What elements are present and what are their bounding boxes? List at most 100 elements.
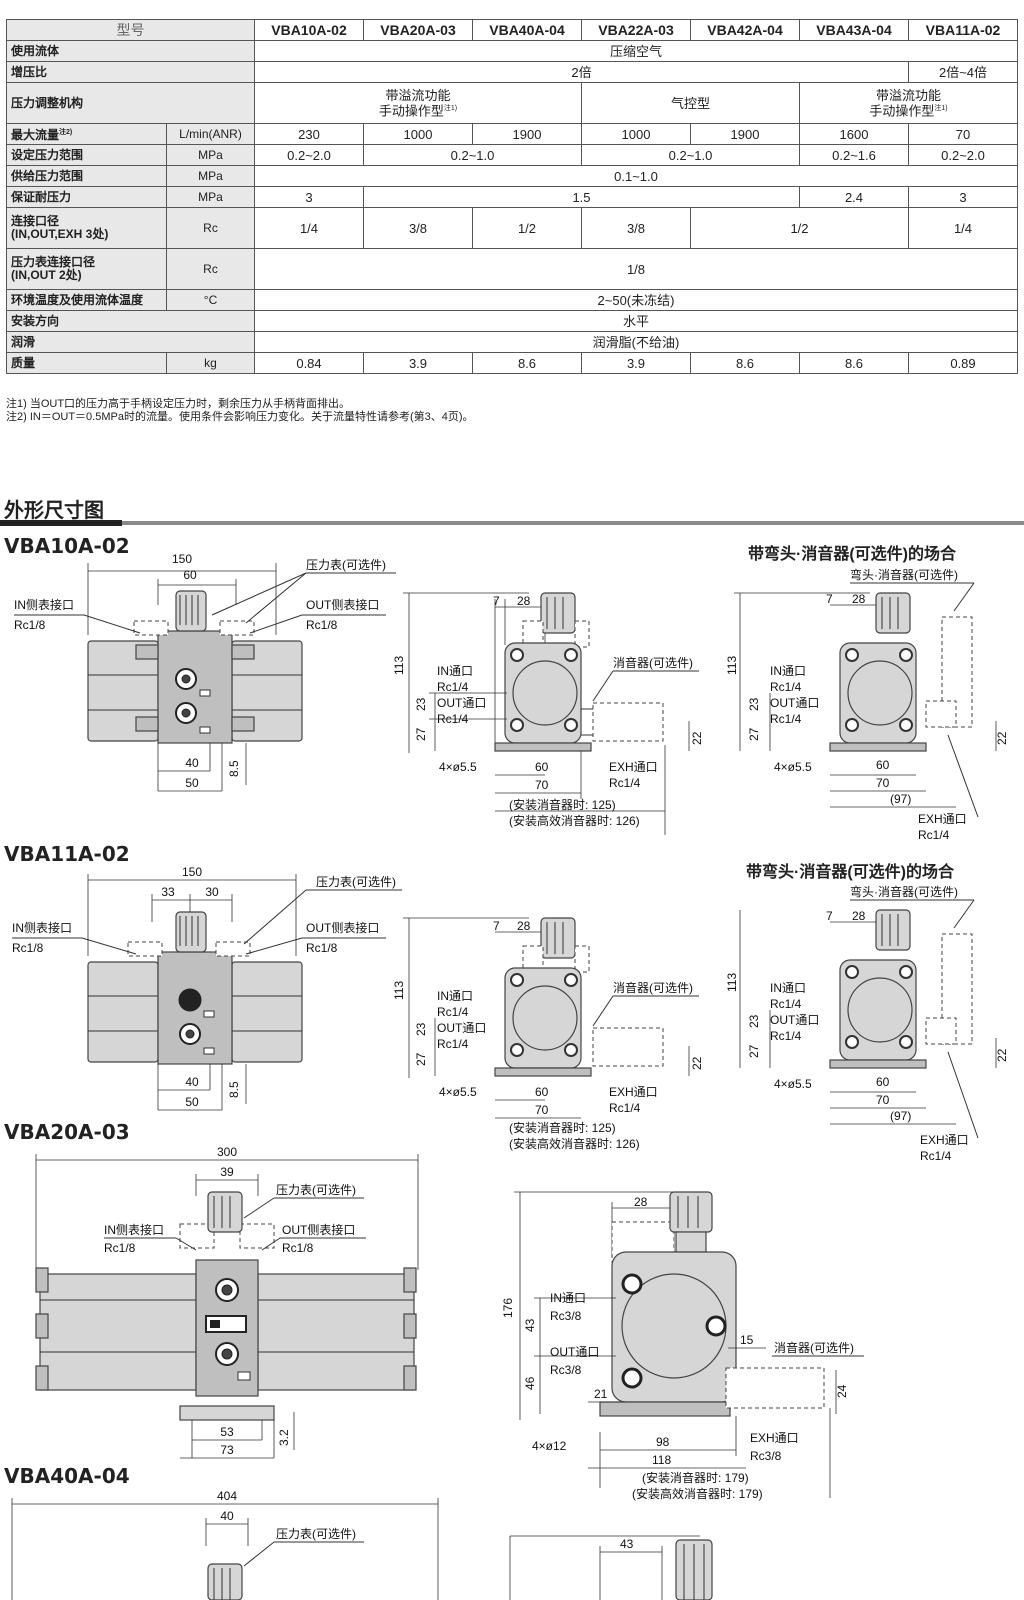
- cell: 3/8: [581, 207, 691, 249]
- dim-label: 28: [852, 909, 866, 923]
- callout-out: OUT通口: [437, 1021, 486, 1035]
- dim-label: 27: [414, 1052, 428, 1066]
- callout-in: IN通口: [770, 664, 806, 678]
- dim-label: 70: [876, 776, 890, 790]
- cell: 2~50(未冻结): [254, 289, 1018, 311]
- callout-in-gauge: IN侧表接口: [104, 1222, 164, 1237]
- cell: 1/4: [254, 207, 364, 249]
- dim-label: 53: [220, 1425, 234, 1439]
- note-hi-silencer: (安装高效消音器时: 126): [509, 813, 640, 828]
- cell: 1600: [799, 123, 909, 145]
- note-hi-silencer: (安装高效消音器时: 179): [632, 1486, 763, 1501]
- note-1: 注1) 当OUT口的压力高于手柄设定压力时，剩余压力从手柄背面排出。: [6, 398, 351, 410]
- row-label: 安装方向: [6, 310, 255, 332]
- callout-gauge: 压力表(可选件): [306, 558, 386, 572]
- dim-label: 15: [740, 1333, 754, 1347]
- row-label: 环境温度及使用流体温度: [6, 289, 167, 311]
- table-row: 保证耐压力 MPa 3 1.5 2.4 3: [6, 186, 1018, 208]
- cell: 气控型: [581, 82, 800, 124]
- cell: 1/8: [254, 248, 1018, 290]
- model-title: VBA40A-04: [4, 1464, 130, 1488]
- row-label: 设定压力范围: [6, 144, 167, 166]
- dim-label: 28: [852, 592, 866, 606]
- callout-in: IN通口: [437, 989, 473, 1003]
- row-label: 增压比: [6, 61, 255, 83]
- callout-out-gauge: OUT侧表接口: [306, 920, 379, 935]
- callout-exh: EXH通口: [609, 1085, 658, 1099]
- dim-label: 60: [535, 1085, 549, 1099]
- dim-label: 113: [725, 973, 739, 992]
- unit: kg: [166, 352, 255, 374]
- cell: 1000: [581, 123, 691, 145]
- cell: 1/2: [690, 207, 909, 249]
- callout-exh: EXH通口: [609, 760, 658, 774]
- table-notes: 注1) 当OUT口的压力高于手柄设定压力时，剩余压力从手柄背面排出。 注2) I…: [6, 398, 474, 424]
- callout-out-gauge: OUT侧表接口: [306, 597, 379, 612]
- dim-label: 113: [725, 656, 739, 675]
- callout-in-gauge: IN侧表接口: [12, 920, 72, 935]
- cell: 水平: [254, 310, 1018, 332]
- cell: 8.6: [690, 352, 800, 374]
- cell: 3.9: [581, 352, 691, 374]
- callout-rc: Rc1/4: [918, 828, 950, 842]
- note-ref: 注1): [934, 104, 948, 112]
- row-label: 最大流量注2): [6, 123, 167, 145]
- table-row: 连接口径(IN,OUT,EXH 3处) Rc 1/4 3/8 1/2 3/8 1…: [6, 207, 1018, 249]
- dim-label: 98: [656, 1435, 670, 1449]
- callout-rc: Rc1/8: [14, 618, 46, 632]
- side-view-drawing: 43: [509, 1535, 713, 1600]
- callout-rc: Rc3/8: [750, 1449, 782, 1463]
- dim-label: 150: [182, 865, 202, 879]
- unit: L/min(ANR): [166, 123, 255, 145]
- callout-out-gauge: OUT侧表接口: [282, 1222, 355, 1237]
- table-row: 供给压力范围 MPa 0.1~1.0: [6, 165, 1018, 187]
- row-label: 使用流体: [6, 40, 255, 62]
- dim-label: 60: [183, 568, 197, 582]
- front-view-drawing: 404 40 压力表(可选件): [11, 1489, 439, 1600]
- cell: 0.2~1.0: [581, 144, 800, 166]
- dim-label: 70: [535, 778, 549, 792]
- cell: 0.2~1.6: [799, 144, 909, 166]
- callout-out: OUT通口: [770, 1013, 819, 1027]
- callout-rc: Rc1/4: [920, 1149, 952, 1163]
- note-ref: 注2): [59, 129, 73, 136]
- dim-label: 23: [414, 1022, 428, 1036]
- variant-title: 带弯头·消音器(可选件)的场合: [746, 864, 954, 881]
- callout-exh: EXH通口: [918, 812, 967, 826]
- cell-line: 手动操作型: [869, 103, 935, 119]
- model-header: VBA43A-04: [799, 19, 909, 41]
- cell: 1/2: [472, 207, 582, 249]
- dim-label: 40: [185, 756, 199, 770]
- model-title: VBA20A-03: [4, 1120, 130, 1144]
- callout-in-gauge: IN侧表接口: [14, 597, 74, 612]
- cell: 1900: [472, 123, 582, 145]
- cell: 带溢流功能 手动操作型注1): [254, 82, 582, 124]
- cell: 8.6: [799, 352, 909, 374]
- table-row: 环境温度及使用流体温度 °C 2~50(未冻结): [6, 289, 1018, 311]
- note-2: 注2) IN＝OUT＝0.5MPa时的流量。使用条件会影响压力变化。关于流量特性…: [6, 411, 474, 423]
- callout-silencer: 消音器(可选件): [613, 655, 693, 670]
- dim-label: 113: [392, 656, 406, 675]
- callout-rc: Rc1/4: [437, 680, 469, 694]
- callout-out: OUT通口: [437, 696, 486, 710]
- dim-label: 70: [535, 1103, 549, 1117]
- callout-rc: Rc1/4: [609, 776, 641, 790]
- dim-label: 24: [835, 1384, 849, 1398]
- side-view-drawing: 113 7 28 23 27 22 IN通口 Rc1/4 OUT通口 Rc1/4…: [392, 592, 704, 835]
- dim-label: 50: [185, 1095, 199, 1109]
- dim-label: 43: [620, 1537, 634, 1551]
- section-divider-accent: [0, 520, 122, 526]
- dim-label: 7: [493, 594, 500, 608]
- side-view-drawing: 113 7 28 23 27 22 IN通口 Rc1/4 OUT通口 Rc1/4…: [392, 917, 704, 1151]
- model-header: VBA11A-02: [908, 19, 1018, 41]
- callout-silencer: 消音器(可选件): [774, 1340, 854, 1355]
- dim-label: 22: [995, 1048, 1009, 1062]
- dim-label: 30: [205, 885, 219, 899]
- model-header: VBA42A-04: [690, 19, 800, 41]
- callout-holes: 4×ø5.5: [774, 760, 812, 774]
- dim-label: 404: [217, 1489, 237, 1503]
- cell: 润滑脂(不给油): [254, 331, 1018, 353]
- unit: Rc: [166, 207, 255, 249]
- header-label: 型号: [6, 19, 255, 41]
- table-row: 压力调整机构 带溢流功能 手动操作型注1) 气控型 带溢流功能 手动操作型注1): [6, 82, 1018, 124]
